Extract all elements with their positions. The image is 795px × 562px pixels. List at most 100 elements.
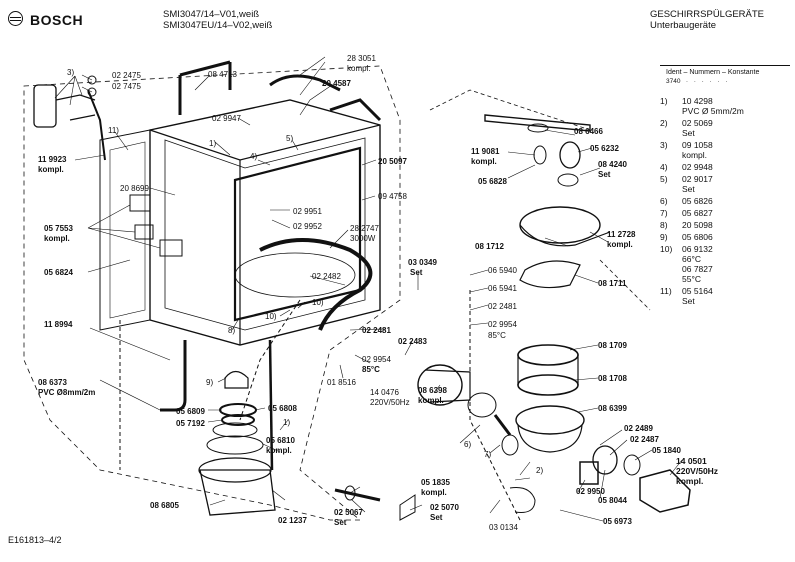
legend-item-line: Set [682,296,695,306]
label-029950: 02 9950 [576,487,605,496]
label-051835-kompl: kompl. [421,488,447,497]
legend-item-line: 05 6806 [682,232,713,242]
label-282747-w: 3000W [350,234,376,243]
model-line-1: SMI3047/14–V01,weiß [163,9,260,20]
label-140501-kompl: kompl. [676,476,704,486]
label-065941: 06 5941 [488,284,517,293]
label-282747: 28 2747 [350,224,379,233]
label-027475: 02 7475 [112,82,141,91]
label-022482: 02 2482 [312,272,341,281]
legend-item-line: 06 9132 [682,244,713,254]
label-021237: 02 1237 [278,516,307,525]
legend-item-line: 20 5098 [682,220,713,230]
legend-item-line: PVC Ø 5mm/2m [682,106,744,116]
legend-item-line: 10 4298 [682,96,713,106]
label-2: 2) [536,466,544,475]
label-112728: 11 2728 [607,230,636,239]
label-081709: 08 1709 [598,341,627,350]
label-056232: 05 6232 [590,144,619,153]
label-022489: 02 2489 [624,424,653,433]
ident-label: Ident – Nummern – Konstante [666,69,760,76]
label-081708: 08 1708 [598,374,627,383]
label-065940: 06 5940 [488,266,517,275]
label-025070: 02 5070 [430,503,459,512]
label-056808: 05 6808 [268,404,297,413]
label-086399: 08 6399 [598,404,627,413]
legend-item-line: 02 5069 [682,118,713,128]
legend-item-number: 4) [660,162,668,172]
ident-box [660,65,790,86]
label-056810: 05 6810 [266,436,295,445]
label-022475: 02 2475 [112,71,141,80]
legend-item-line: 66°C [682,254,701,264]
label-283051: 28 3051 [347,54,376,63]
label-086805: 08 6805 [150,501,179,510]
legend-item-line: 05 5164 [682,286,713,296]
legend-item-number: 7) [660,208,668,218]
label-025067-set: Set [334,518,347,527]
label-051835: 05 1835 [421,478,450,487]
legend-item-line: 55°C [682,274,701,284]
label-11: 11) [108,126,119,135]
legend-item-number: 3) [660,140,668,150]
label-084713: 08 4713 [208,70,237,79]
label-140476: 14 0476 [370,388,399,397]
label-022481b: 02 2481 [488,302,517,311]
legend-item-line: 02 9948 [682,162,713,172]
label-6: 6) [464,440,472,449]
label-030349: 03 0349 [408,258,437,267]
legend-item-number: 6) [660,196,668,206]
model-line-2: SMI3047EU/14–V02,weiß [163,20,273,31]
label-056828: 05 6828 [478,177,507,186]
label-9: 9) [206,378,214,387]
label-086373-pvc: PVC Ø8mm/2m [38,388,96,397]
legend-item-line: 05 6827 [682,208,713,218]
label-1b: 1) [283,418,291,427]
legend-item-line: 09 1058 [682,140,713,150]
label-7: 7) [484,450,492,459]
label-140501-voltage: 220V/50Hz [676,466,719,476]
label-025070-set: Set [430,513,443,522]
label-029954a: 02 9954 [362,355,391,364]
subcategory-title: Unterbaugeräte [650,20,717,31]
label-118994: 11 8994 [44,320,73,329]
label-030134: 03 0134 [489,523,518,532]
label-094758: 09 4758 [378,192,407,201]
label-029954a-temp: 85°C [362,365,380,374]
label-081712: 08 1712 [475,242,504,251]
label-10b: 10) [312,298,324,307]
label-081711: 08 1711 [598,279,627,288]
label-029952: 02 9952 [293,222,322,231]
legend-item-line: Set [682,184,695,194]
label-056810-kompl: kompl. [266,446,292,455]
label-057553-kompl: kompl. [44,234,70,243]
label-208699: 20 8699 [120,184,149,193]
legend-item-number: 1) [660,96,668,106]
label-022483: 02 2483 [398,337,427,346]
legend-item-line: kompl. [682,150,708,160]
legend-item-number: 2) [660,118,668,128]
label-140476-voltage: 220V/50Hz [370,398,410,407]
legend-item-number: 8) [660,220,668,230]
label-029947: 02 9947 [212,114,241,123]
legend-item-number: 10) [660,244,673,254]
category-title: GESCHIRRSPÜLGERÄTE [650,9,765,20]
legend-item-line: Set [682,128,695,138]
label-204587: 20 4587 [322,79,351,88]
label-086398: 08 6398 [418,386,447,395]
label-022487: 02 2487 [630,435,659,444]
label-086466: 08 6466 [574,127,603,136]
label-112728-kompl: kompl. [607,240,633,249]
label-056973: 05 6973 [603,517,632,526]
label-018516: 01 8516 [327,378,356,387]
label-025067: 02 5067 [334,508,363,517]
label-057553: 05 7553 [44,224,73,233]
legend-item-number: 11) [660,286,672,296]
ident-dots: . . . . . . [686,77,730,84]
label-029951: 02 9951 [293,207,322,216]
label-4: 4) [250,152,258,161]
footer-code: E161813–4/2 [8,535,62,545]
label-119923: 11 9923 [38,155,67,164]
label-051840: 05 1840 [652,446,681,455]
